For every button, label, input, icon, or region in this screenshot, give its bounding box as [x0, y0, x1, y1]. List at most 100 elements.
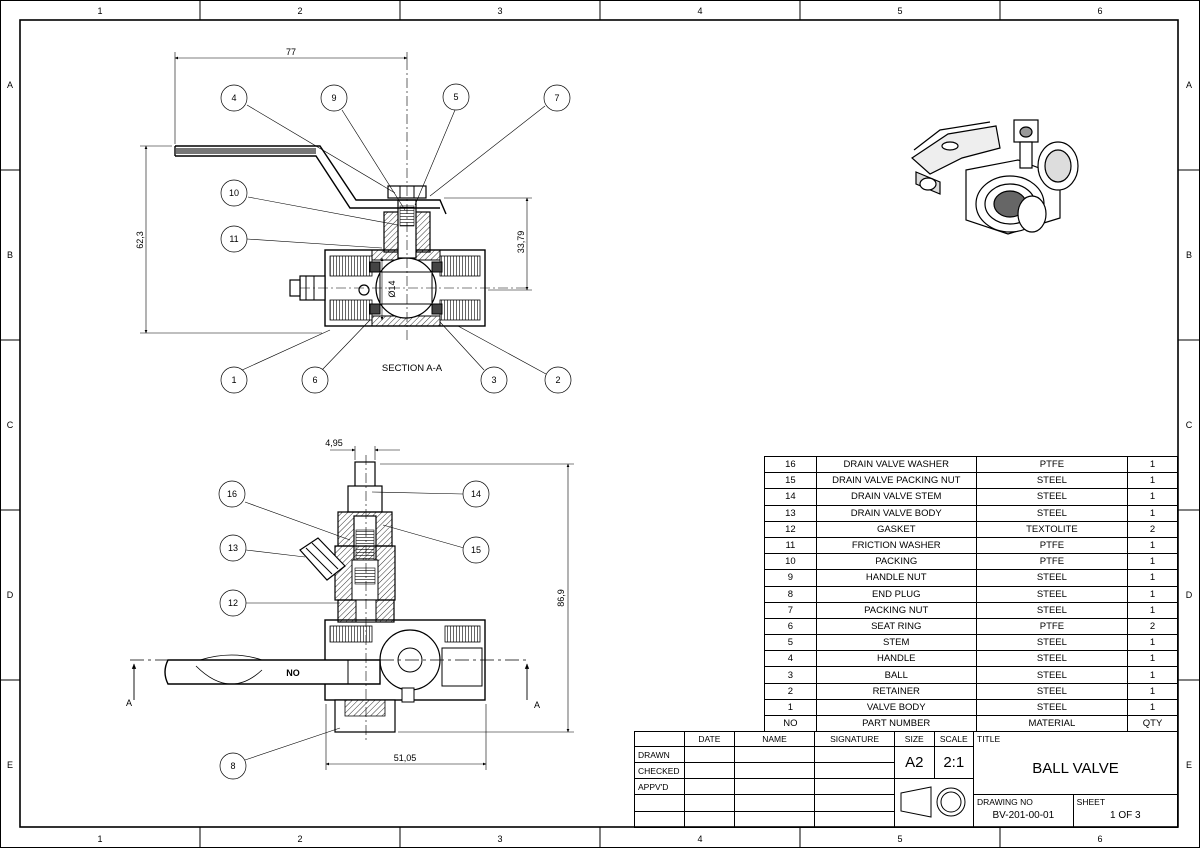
section-mark-left: A	[126, 698, 132, 708]
balloon: 2	[544, 366, 572, 394]
row-label-right: C	[1186, 420, 1193, 430]
bom-material: STEEL	[975, 650, 1129, 668]
bom-no: 16	[764, 455, 817, 474]
bom-part-number: GASKET	[815, 520, 977, 538]
isometric-view	[911, 119, 1079, 235]
svg-text:15: 15	[471, 545, 481, 555]
tb-sheet-cell: SHEET 1 OF 3	[1072, 794, 1179, 828]
col-label-bottom: 5	[897, 834, 902, 844]
tb-scale-value: 2:1	[933, 746, 974, 779]
bom-qty: 2	[1127, 617, 1178, 636]
bom-no: 12	[764, 520, 817, 538]
bom-material: STEEL	[975, 601, 1129, 619]
bom-qty: 1	[1127, 682, 1178, 700]
bom-header-no: NO	[764, 714, 817, 733]
section-label: SECTION A-A	[382, 363, 443, 374]
bom-header-row: NO PART NUMBER MATERIAL QTY	[764, 714, 1178, 733]
svg-text:11: 11	[229, 234, 238, 244]
bom-material: STEEL	[975, 666, 1129, 684]
title-block: DATE NAME SIGNATURE SIZE SCALE TITLE BAL…	[634, 731, 1179, 828]
bom-qty: 1	[1127, 536, 1178, 555]
bom-qty: 1	[1127, 585, 1178, 603]
section-mark-right: A	[534, 700, 540, 710]
projection-symbol	[894, 778, 974, 828]
bom-qty: 1	[1127, 634, 1178, 652]
dimension-dia-14: Ø14	[387, 280, 397, 297]
col-label-bottom: 1	[97, 834, 102, 844]
top-balloons: 4 9 5 7 10 11 1 6 3 2	[220, 83, 572, 394]
tb-title-label: TITLE	[977, 734, 1001, 744]
bom-no: 3	[764, 666, 817, 684]
col-label-top: 2	[297, 6, 302, 16]
bom-no: 5	[764, 634, 817, 652]
balloon: 4	[220, 84, 248, 112]
balloon: 13	[219, 534, 247, 562]
svg-text:12: 12	[228, 598, 238, 608]
frame-row-labels: A B C D E A B C D E	[7, 80, 1193, 770]
svg-text:5: 5	[453, 92, 458, 102]
tb-drawing-no: BV-201-00-01	[992, 810, 1055, 821]
svg-text:10: 10	[229, 188, 239, 198]
balloon: 3	[480, 366, 508, 394]
tb-sheet: 1 OF 3	[1110, 810, 1141, 821]
tb-col-name: NAME	[733, 731, 816, 747]
tb-sheet-label: SHEET	[1076, 797, 1106, 807]
bom-header-qty: QTY	[1127, 714, 1178, 733]
col-label-bottom: 6	[1097, 834, 1102, 844]
bom-part-number: DRAIN VALVE STEM	[815, 488, 977, 506]
svg-text:14: 14	[471, 489, 481, 499]
tb-drawing-no-label: DRAWING NO	[977, 797, 1033, 807]
col-label-bottom: 4	[697, 834, 702, 844]
col-label-top: 6	[1097, 6, 1102, 16]
bom-qty: 1	[1127, 472, 1178, 490]
balloon: 5	[442, 83, 470, 111]
bom-material: PTFE	[975, 617, 1129, 636]
bom-material: STEEL	[975, 634, 1129, 652]
top-leaders	[239, 104, 547, 375]
bom-no: 15	[764, 472, 817, 490]
dimension-86-9: 86,9	[556, 589, 566, 607]
balloon: 10	[220, 179, 248, 207]
bom-part-number: BALL	[815, 666, 977, 684]
bom-no: 9	[764, 569, 817, 587]
balloon: 16	[218, 480, 246, 508]
bom-part-number: PACKING	[815, 553, 977, 571]
tb-col-date: DATE	[683, 731, 735, 747]
bom-material: PTFE	[975, 536, 1129, 555]
col-label-top: 4	[697, 6, 702, 16]
bom-qty: 1	[1127, 455, 1178, 474]
bom-qty: 1	[1127, 553, 1178, 571]
dimension-77: 77	[286, 47, 296, 57]
balloon: 12	[219, 589, 247, 617]
bom-part-number: END PLUG	[815, 585, 977, 603]
bom-material: STEEL	[975, 488, 1129, 506]
balloon: 9	[320, 84, 348, 112]
bom-no: 1	[764, 698, 817, 717]
tb-row-approved: APPV'D	[634, 778, 685, 795]
svg-text:8: 8	[230, 761, 235, 771]
bom-material: STEEL	[975, 504, 1129, 522]
bom-qty: 1	[1127, 601, 1178, 619]
bom-qty: 1	[1127, 504, 1178, 522]
bom-part-number: HANDLE NUT	[815, 569, 977, 587]
bom-part-number: STEM	[815, 634, 977, 652]
bom-material: STEEL	[975, 698, 1129, 717]
bom-material: TEXTOLITE	[975, 520, 1129, 538]
bom-no: 2	[764, 682, 817, 700]
bom-no: 6	[764, 617, 817, 636]
bom-no: 7	[764, 601, 817, 619]
row-label-left: E	[7, 760, 13, 770]
